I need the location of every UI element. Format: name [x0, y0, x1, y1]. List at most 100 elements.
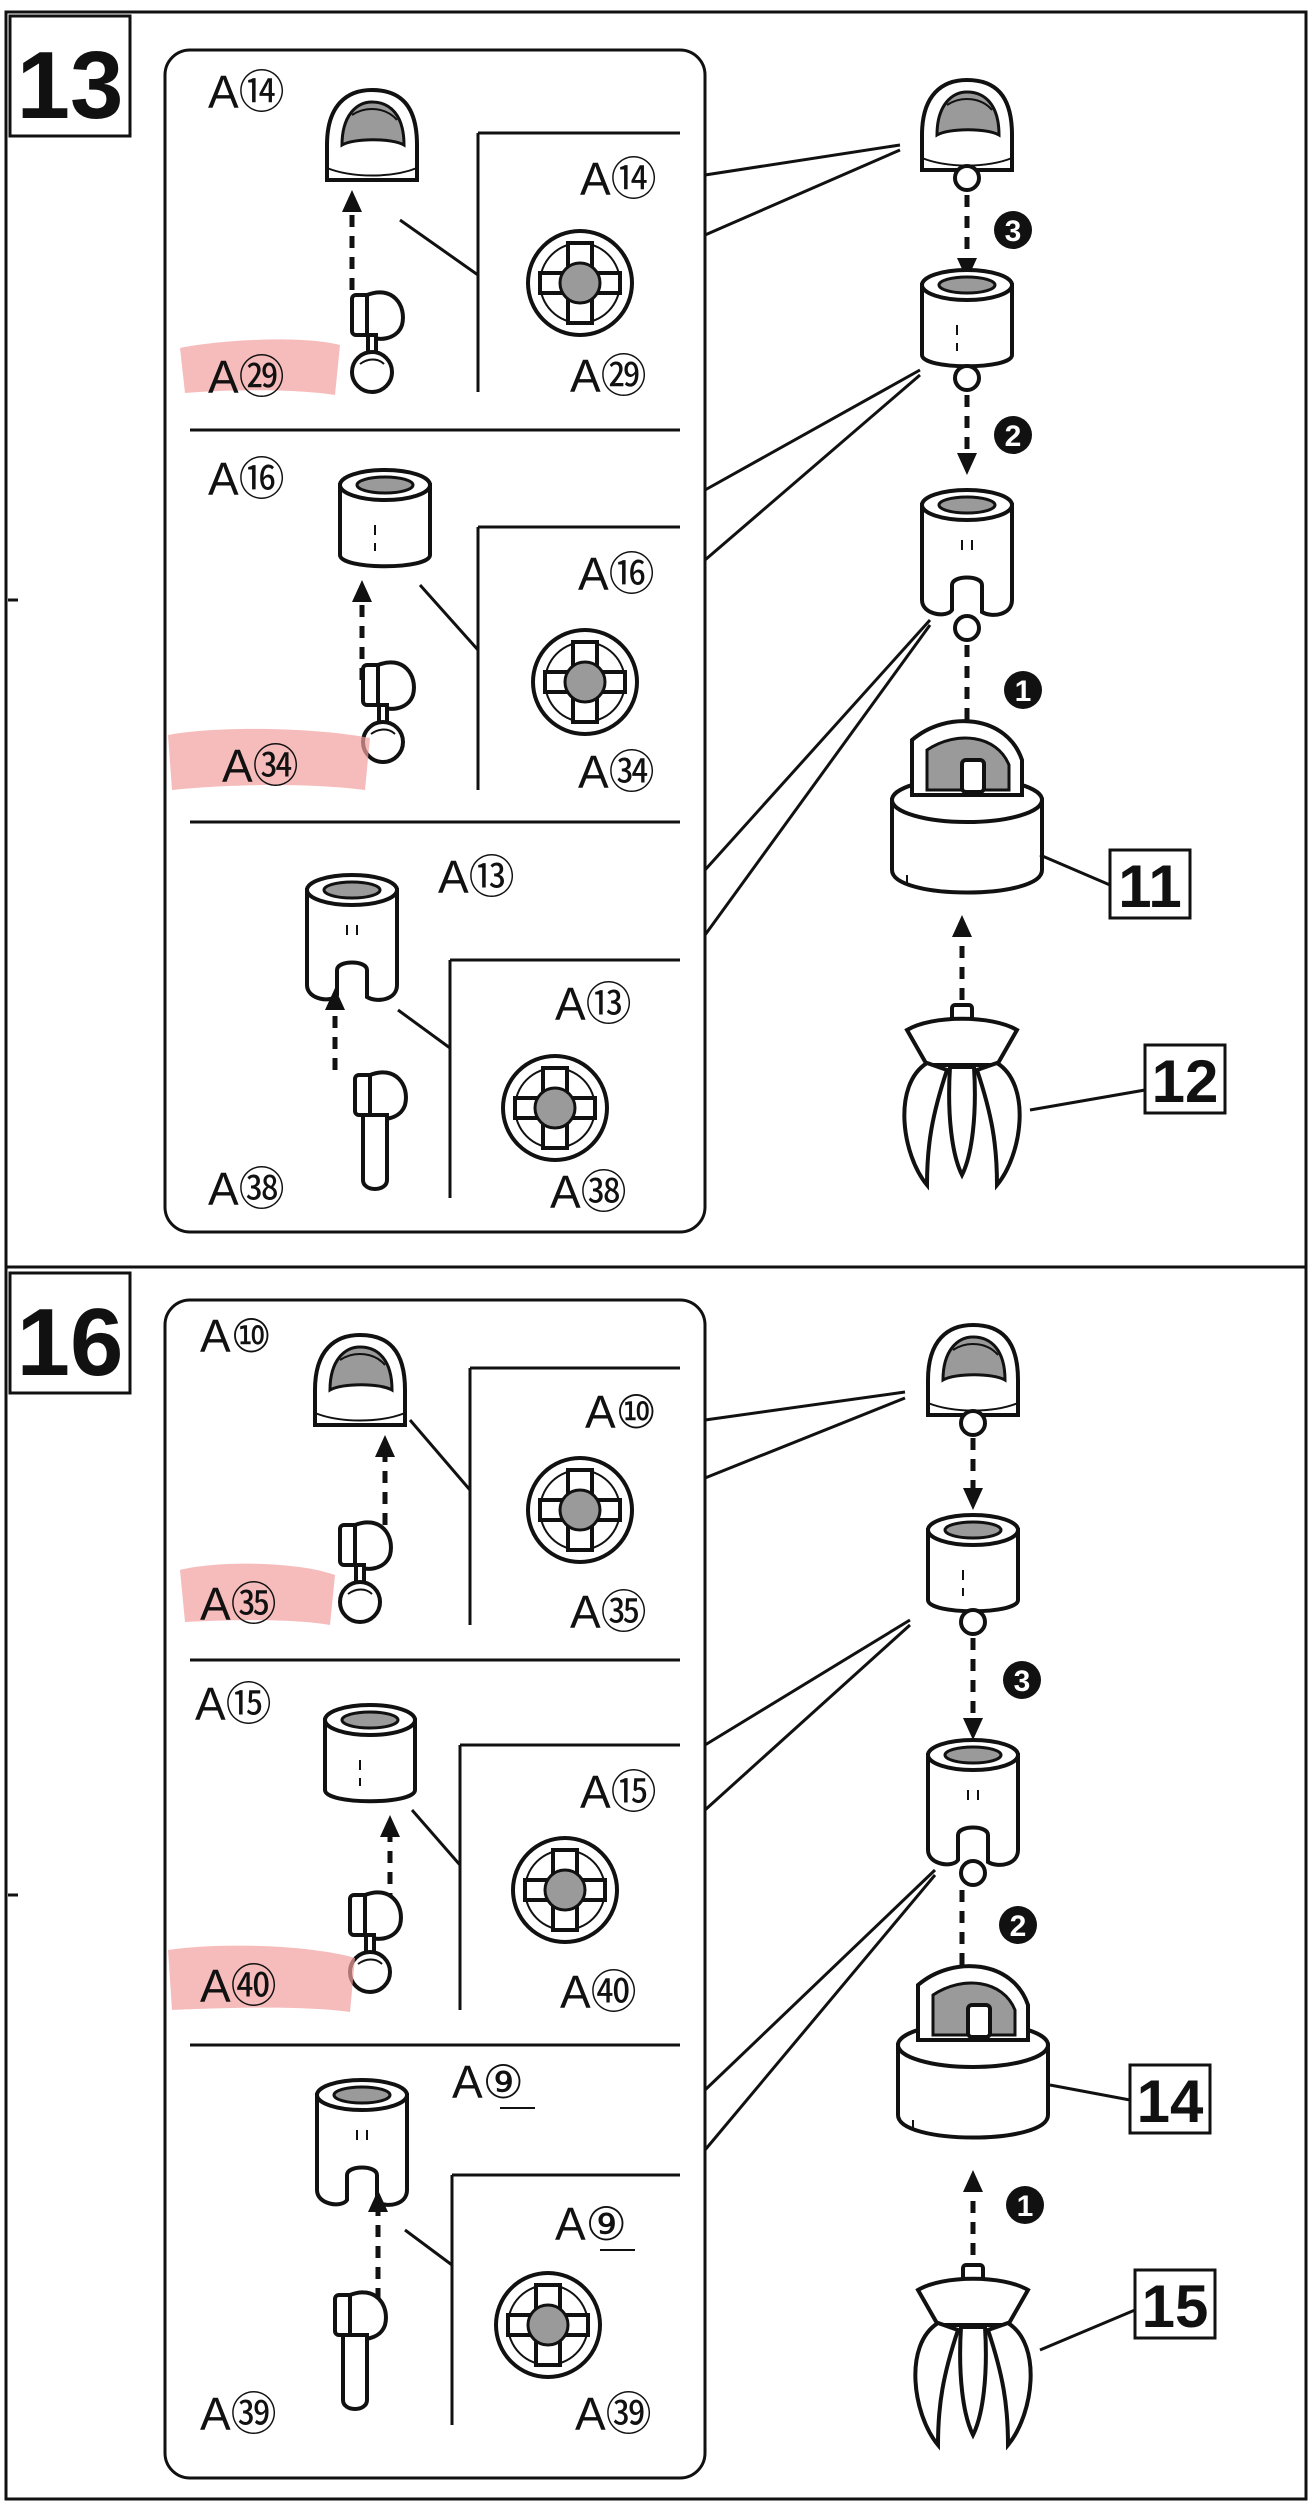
part-label: A㊵: [200, 1960, 277, 2012]
arrow-icon: [375, 1435, 395, 1457]
cross-section-icon: [511, 1836, 619, 1944]
peg-part-icon: [353, 1070, 408, 1191]
ref-number: 15: [1142, 2273, 1209, 2340]
part-label: A⑬: [555, 978, 632, 1030]
base-part-icon: [890, 719, 1044, 895]
part-label: A㉙: [570, 350, 647, 402]
step13-sub1: A⑭ A㉙ A⑭ A㉙: [180, 66, 680, 403]
cylinder-part-icon: [926, 1738, 1020, 1867]
part-label: A㉟: [570, 1586, 647, 1638]
part-label: A㉟: [200, 1578, 277, 1630]
highlight-marker: [180, 339, 340, 395]
arrow-icon: [342, 190, 362, 212]
arrow-icon: [957, 453, 977, 475]
step13-inset-panel: [163, 48, 707, 1234]
part-label: A⑮: [195, 1678, 272, 1730]
knob-icon: [959, 1608, 987, 1636]
order-number: 1: [1017, 2190, 1034, 2223]
arrow-icon: [368, 2190, 388, 2212]
knob-icon: [959, 1409, 987, 1437]
part-label: A⑩: [585, 1386, 657, 1438]
knob-icon: [953, 614, 981, 642]
ref-box: [1108, 848, 1192, 920]
part-label: A㉞: [578, 746, 655, 798]
order-badge: [994, 416, 1032, 454]
part-label: A⑩: [200, 1310, 272, 1362]
step16-assembly-chain: 3 2 14 1 15: [896, 1323, 1217, 2447]
ball-joint-part-icon: [350, 290, 405, 394]
part-label: A⑨: [452, 2056, 524, 2108]
knob-icon: [953, 364, 981, 392]
cross-section-icon: [526, 1456, 634, 1564]
order-badge: [1003, 1661, 1041, 1699]
dome-part-icon: [313, 1333, 407, 1427]
cylinder-part-icon: [315, 2078, 409, 2207]
knob-icon: [959, 1859, 987, 1887]
part-label: A㊴: [200, 2388, 277, 2440]
part-label: A㉞: [222, 740, 299, 792]
part-label: A⑬: [438, 851, 515, 903]
step16-sub1: A⑩ A㉟ A⑩ A㉟: [180, 1310, 680, 1638]
step16-sub3: A⑨ A㊴ A⑨ A㊴: [200, 2056, 680, 2440]
cross-section-icon: [494, 2271, 602, 2379]
order-badge: [999, 1906, 1037, 1944]
arrow-icon: [380, 1815, 400, 1837]
part-label: A㊳: [550, 1166, 627, 1218]
step16-frame: [4, 1265, 1308, 2501]
arrow-icon: [352, 580, 372, 602]
ref-box: [1143, 1043, 1227, 1115]
step13-number: 13: [17, 32, 124, 139]
step13-assembly-chain: 3 2 1 11 12: [890, 78, 1227, 1187]
cross-section-icon: [526, 229, 634, 337]
ball-joint-part-icon: [361, 660, 416, 764]
arrow-icon: [963, 1488, 983, 1510]
cup-part-icon: [926, 1513, 1020, 1614]
ref-number: 14: [1137, 2068, 1204, 2135]
ref-box: [1133, 2268, 1217, 2340]
part-label: A⑯: [578, 548, 655, 600]
claw-part-icon: [902, 1003, 1022, 1187]
cup-part-icon: [338, 468, 432, 569]
arrow-icon: [325, 988, 345, 1010]
ref-box: [1128, 2063, 1212, 2135]
claw-part-icon: [913, 2263, 1033, 2447]
part-label: A㊳: [208, 1163, 285, 1215]
order-badge: [994, 211, 1032, 249]
part-label: A⑯: [208, 453, 285, 505]
arrow-icon: [952, 915, 972, 937]
ball-joint-part-icon: [338, 1520, 393, 1624]
highlight-marker: [168, 1945, 355, 2012]
part-label: A㊴: [575, 2388, 652, 2440]
cup-part-icon: [323, 1703, 417, 1804]
cross-section-icon: [501, 1054, 609, 1162]
part-label: A㉙: [208, 351, 285, 403]
step13-sub2: A⑯ A㉞ A⑯ A㉞: [168, 453, 680, 798]
dome-part-icon: [926, 1323, 1020, 1417]
step13-number-box: [8, 14, 132, 138]
ref-number: 12: [1152, 1048, 1219, 1115]
order-number: 3: [1005, 215, 1022, 248]
dome-part-icon: [325, 88, 419, 182]
cylinder-part-icon: [920, 488, 1014, 617]
ref-number: 11: [1118, 853, 1181, 920]
order-badge: [1004, 671, 1042, 709]
order-number: 1: [1015, 675, 1032, 708]
part-label: A⑨: [555, 2198, 627, 2250]
cylinder-part-icon: [305, 873, 399, 1002]
order-number: 2: [1010, 1910, 1027, 1943]
arrow-icon: [963, 1718, 983, 1740]
order-number: 2: [1005, 420, 1022, 453]
peg-part-icon: [333, 2290, 388, 2411]
highlight-marker: [180, 1563, 335, 1625]
dome-part-icon: [920, 78, 1014, 172]
knob-icon: [953, 164, 981, 192]
part-label: A⑭: [208, 66, 285, 118]
arrow-icon: [963, 2170, 983, 2192]
cup-part-icon: [920, 268, 1014, 369]
step16-inset-panel: [163, 1298, 707, 2480]
order-number: 3: [1014, 1665, 1031, 1698]
part-label: A㊵: [560, 1966, 637, 2018]
step16-sub2: A⑮ A㊵ A⑮ A㊵: [168, 1678, 680, 2018]
step13-sub3: A⑬ A㊳ A⑬ A㊳: [208, 851, 680, 1218]
